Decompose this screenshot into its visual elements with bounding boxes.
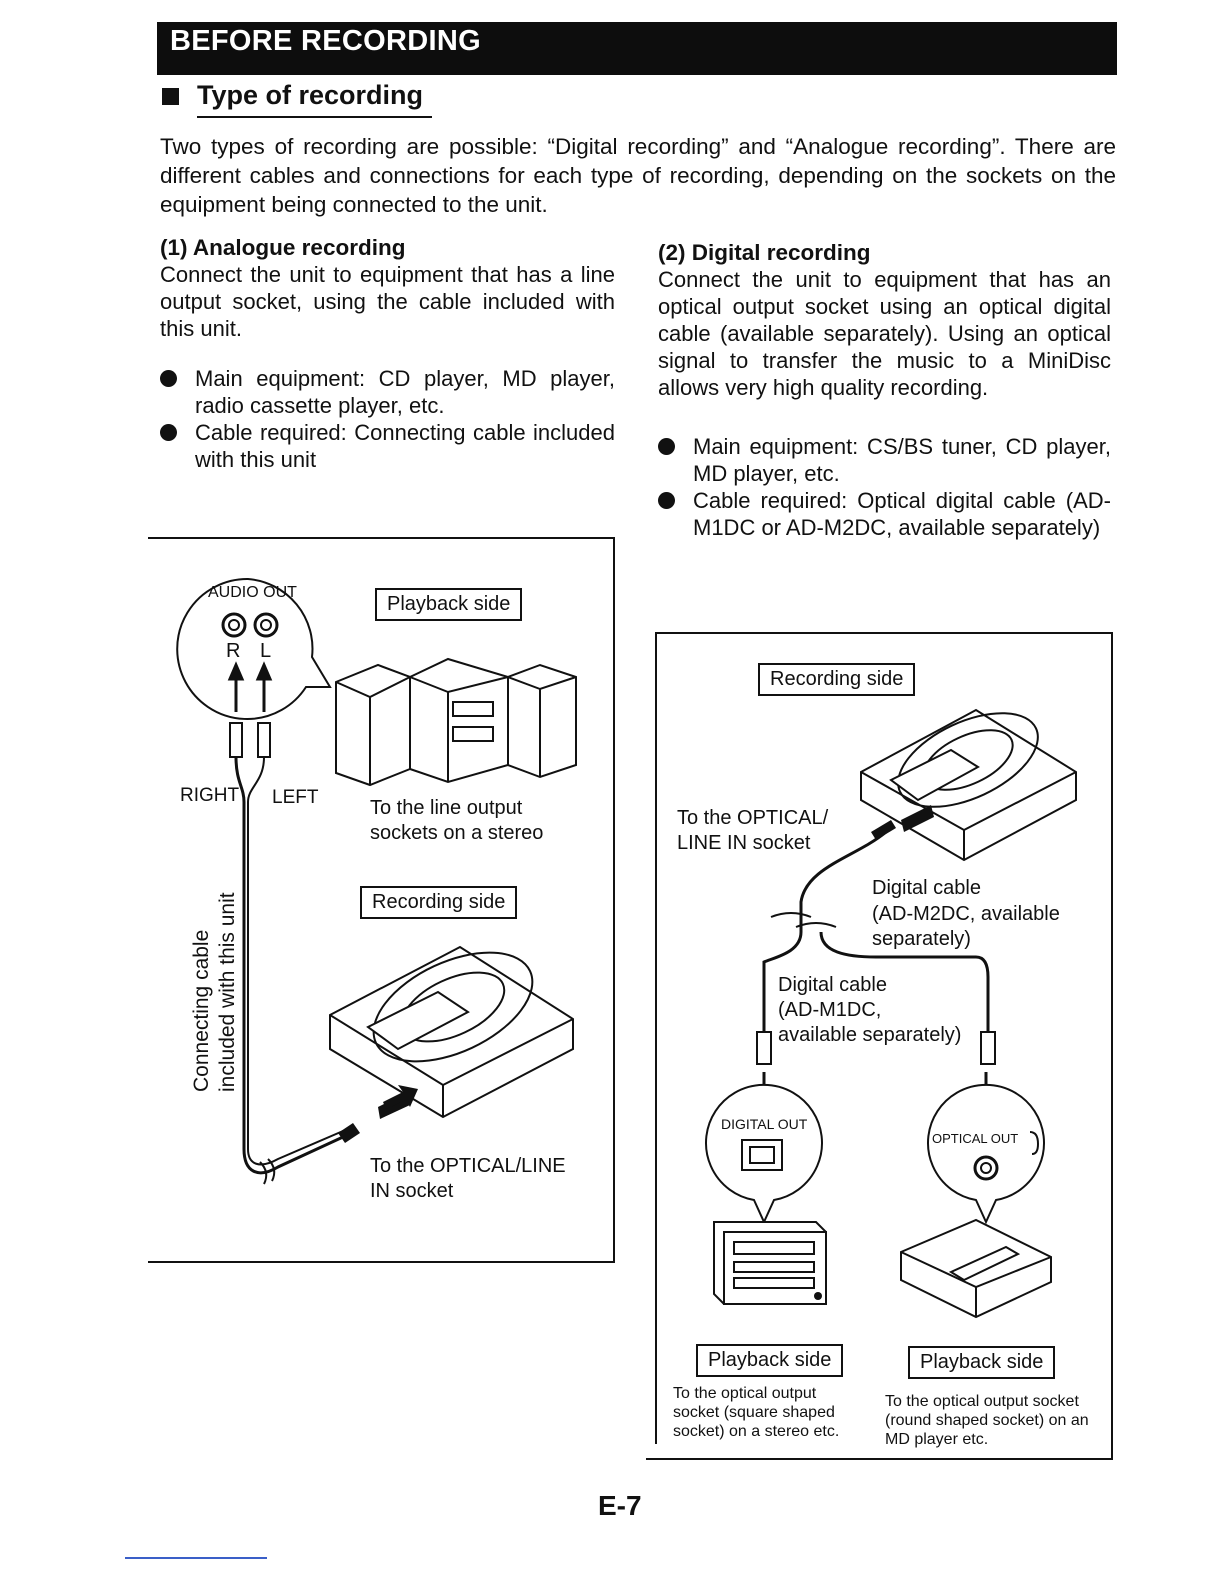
left-label: LEFT [272,787,319,808]
cable-break-mark [259,1158,276,1185]
optical-plug-icon [871,820,896,840]
digital-column: (2) Digital recording Connect the unit t… [658,240,1111,541]
optical-out-label: OPTICAL OUT [932,1131,1019,1146]
analogue-column: (1) Analogue recording Connect the unit … [160,235,615,473]
playback-side-tag: Playback side [375,588,523,621]
optical-out-callout [927,1083,1045,1225]
md-recorder-icon [860,708,1077,862]
analogue-diagram-frame [148,537,615,1263]
stereo-component-icon [713,1221,827,1305]
list-item: Cable required: Optical digital cable (A… [658,487,1111,541]
cable-m2dc-label-line3: separately) [872,928,971,950]
cable-m1dc-label-line1: Digital cable [778,974,887,996]
r-label: R [226,640,241,662]
audio-out-callout [176,577,332,720]
digital-text: Connect the unit to equipment that has a… [658,267,1111,400]
frame-top-rule [148,537,615,539]
section-title: Type of recording [197,80,424,110]
analogue-text: Connect the unit to equipment that has a… [160,262,615,341]
digital-diagram-frame [646,632,1113,1460]
recording-side-tag: Recording side [360,886,518,919]
cable-m1dc-label-line3: available separately) [778,1024,962,1046]
intro-paragraph: Two types of recording are possible: “Di… [160,134,1116,217]
optical-plug-icon [980,1031,996,1065]
line-output-caption: To the line output sockets on a stereo [370,797,544,844]
bullet-dot [160,370,177,387]
optical-symbol-icon [1029,1131,1040,1155]
header-bar [157,22,1117,75]
footer-line [125,1557,267,1559]
caption-square-socket: To the optical output socket (square sha… [673,1385,840,1440]
left-jack-icon [253,612,279,638]
analogue-heading: (1) Analogue recording [160,235,406,260]
list-item: Main equipment: CD player, MD player, ra… [160,365,615,419]
stereo-system-icon [335,657,577,787]
up-arrow-icon [227,661,245,712]
insert-arrow-icon [383,1085,418,1109]
optical-plug-icon [756,1031,772,1065]
section-underline [197,116,432,118]
right-jack-icon [221,612,247,638]
round-socket-icon [973,1155,999,1181]
cable-m2dc-label-line2: (AD-M2DC, available [872,903,1060,925]
optical-line-in-caption-line2: LINE IN socket [677,832,811,854]
right-label: RIGHT [180,785,240,806]
optical-line-in-caption-line1: To the OPTICAL/ [677,807,829,829]
analogue-bullets: Main equipment: CD player, MD player, ra… [160,365,615,473]
digital-cable-m1dc [762,830,887,1032]
digital-connection-diagram [705,708,1077,1319]
digital-heading: (2) Digital recording [658,240,871,265]
rca-plug-icon [257,722,271,758]
recording-side-tag: Recording side [758,663,916,696]
optical-line-in-caption: To the OPTICAL/LINE IN socket [370,1155,566,1202]
frame-top-rule [655,632,1113,634]
section-square-bullet [162,88,179,105]
bullet-dot [160,424,177,441]
bullet-dot [658,438,675,455]
digital-out-label: DIGITAL OUT [721,1116,808,1132]
cable-label-line2: included with this unit [216,892,239,1092]
list-item: Main equipment: CS/BS tuner, CD player, … [658,433,1111,487]
playback-side-tag-right: Playback side [908,1346,1056,1379]
list-item: Cable required: Connecting cable include… [160,419,615,473]
up-arrow-icon [255,661,273,712]
digital-bullets: Main equipment: CS/BS tuner, CD player, … [658,433,1111,541]
cable-m2dc-label-line1: Digital cable [872,877,981,899]
cable-m1dc-label-line2: (AD-M1DC, [778,999,882,1021]
page-header-title: BEFORE RECORDING [170,25,481,57]
square-socket-icon [741,1139,783,1171]
page-number: E-7 [598,1490,642,1521]
optical-plug-icon [338,1123,360,1143]
bullet-dot [658,492,675,509]
connecting-cable [234,756,344,1175]
caption-round-socket: To the optical output socket (round shap… [885,1393,1089,1448]
md-player-icon [900,1218,1052,1319]
audio-out-label: AUDIO OUT [208,584,297,601]
rca-plug-icon [229,722,243,758]
md-recorder-icon [329,945,574,1119]
digital-cable-m2dc [819,931,990,1032]
frame-left-rule [655,632,657,1444]
analogue-connection-diagram: Connecting cable included with this unit [176,577,577,1185]
playback-side-tag-left: Playback side [696,1344,844,1377]
cable-label-line1: Connecting cable [190,930,213,1092]
cable-break-mark [770,912,837,928]
l-label: L [260,640,272,662]
